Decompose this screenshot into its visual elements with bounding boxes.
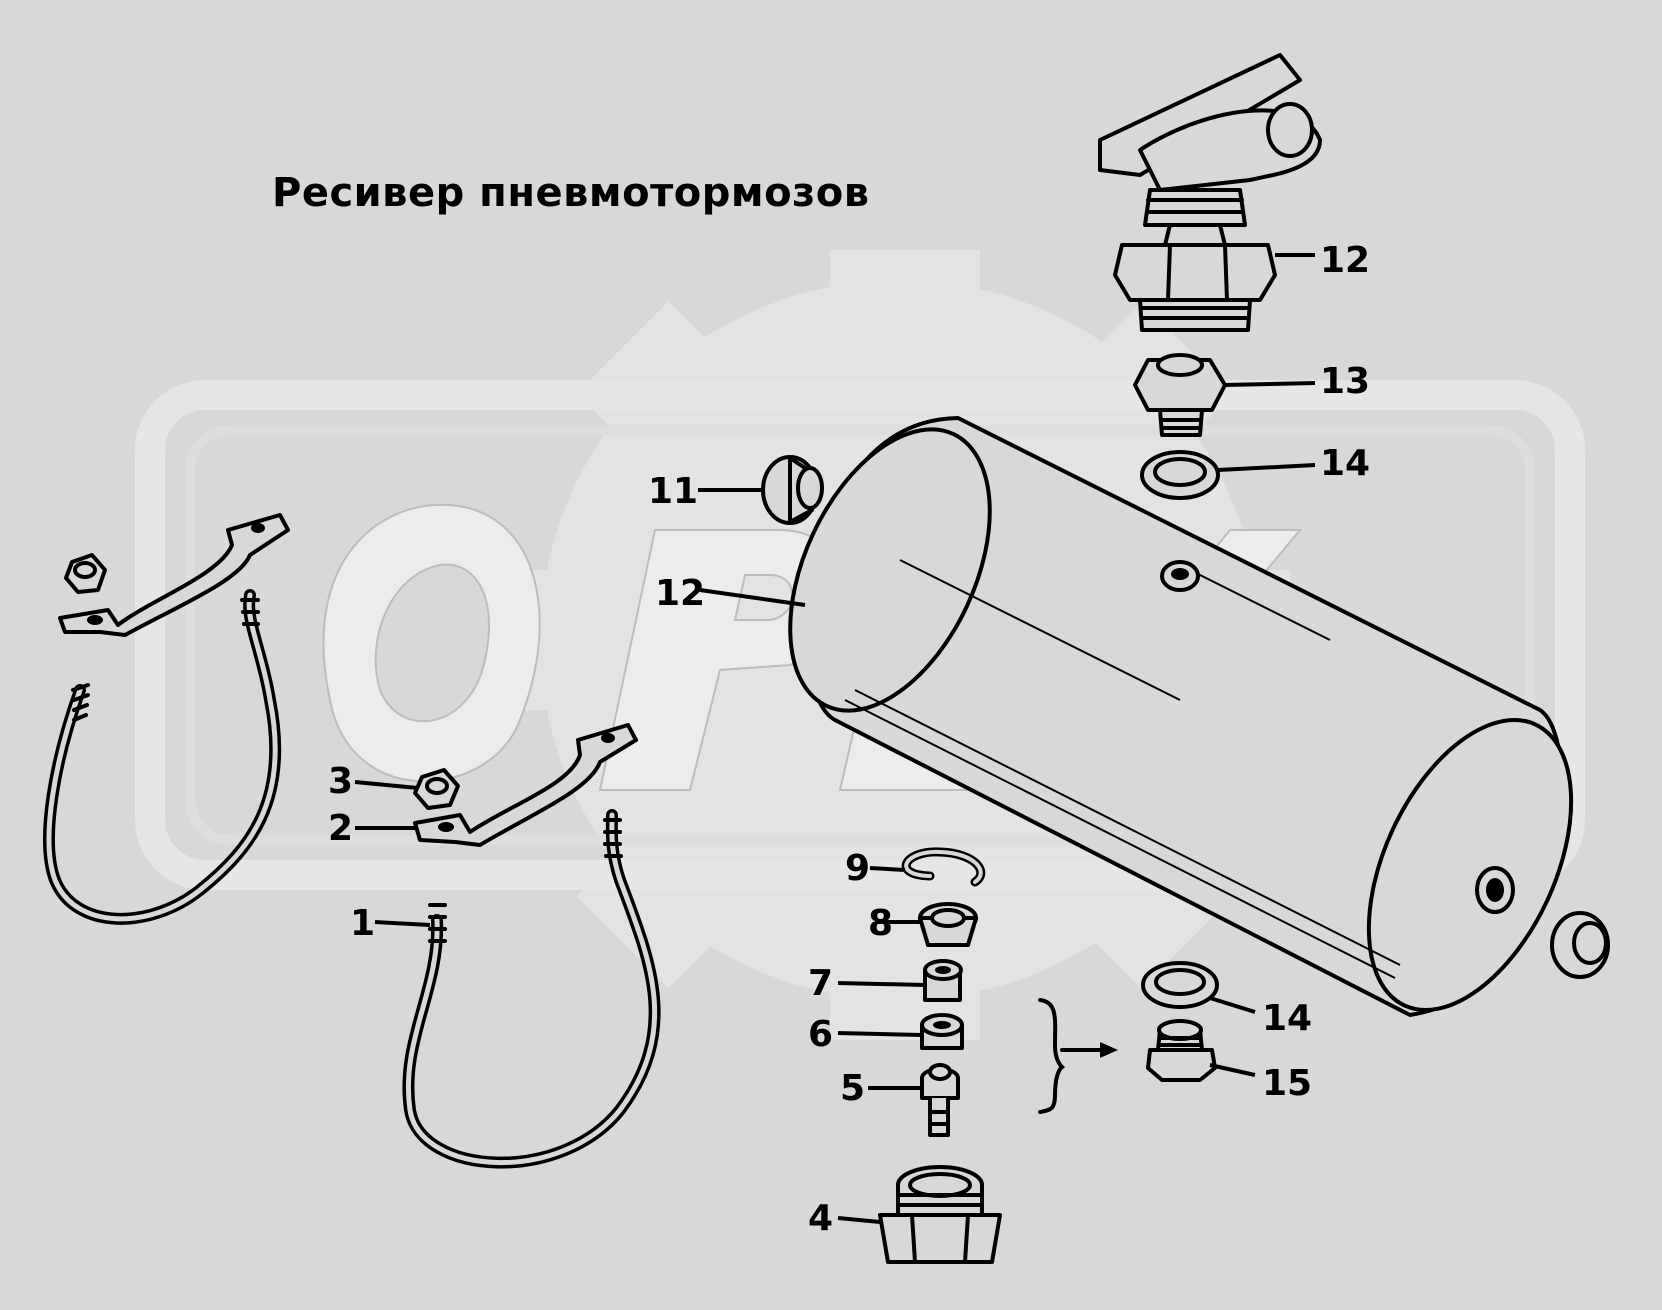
callout-8: 8	[868, 903, 893, 944]
callout-labels: 12 13 14 11 12 3 2 1 9 8 7 6 5 4 14 15	[328, 240, 1370, 1239]
end-plug	[1550, 911, 1610, 979]
callout-9: 9	[845, 848, 870, 889]
drain-valve	[1098, 53, 1322, 332]
fitting-13	[1133, 353, 1227, 437]
callout-11: 11	[648, 471, 698, 512]
bushing-7	[923, 959, 963, 1002]
air-tank-receiver	[788, 416, 1574, 1017]
callout-12-valve: 12	[1320, 240, 1370, 281]
callout-4: 4	[808, 1198, 833, 1239]
callout-7: 7	[808, 963, 833, 1004]
fitting-4	[878, 1165, 1002, 1264]
callout-15: 15	[1262, 1063, 1312, 1104]
callout-1: 1	[350, 903, 375, 944]
strap-1	[402, 809, 661, 1169]
seat-8	[918, 902, 978, 947]
callout-12-tank: 12	[655, 573, 705, 614]
clamp-lower	[413, 723, 638, 847]
callout-14-bottom: 14	[1262, 998, 1312, 1039]
arrow-icon	[1060, 1042, 1118, 1058]
valve-15	[1146, 1019, 1217, 1082]
callout-6: 6	[808, 1014, 833, 1055]
callout-14-top: 14	[1320, 443, 1370, 484]
snap-ring-9	[901, 847, 986, 887]
diagram-title: Ресивер пневмотормозов	[272, 170, 870, 216]
watermark-frame	[135, 380, 1585, 890]
callout-2: 2	[328, 808, 353, 849]
strap-left	[43, 589, 282, 925]
bushing-6	[920, 1013, 964, 1050]
callout-13: 13	[1320, 361, 1370, 402]
valve-pin-5	[920, 1063, 960, 1137]
nut-3	[413, 768, 460, 810]
nut-upper	[64, 553, 107, 594]
callout-5: 5	[840, 1068, 865, 1109]
leader-lines	[354, 253, 1316, 1224]
callout-3: 3	[328, 761, 353, 802]
clamp-upper	[58, 513, 290, 637]
replacement-bracket	[1038, 998, 1066, 1114]
